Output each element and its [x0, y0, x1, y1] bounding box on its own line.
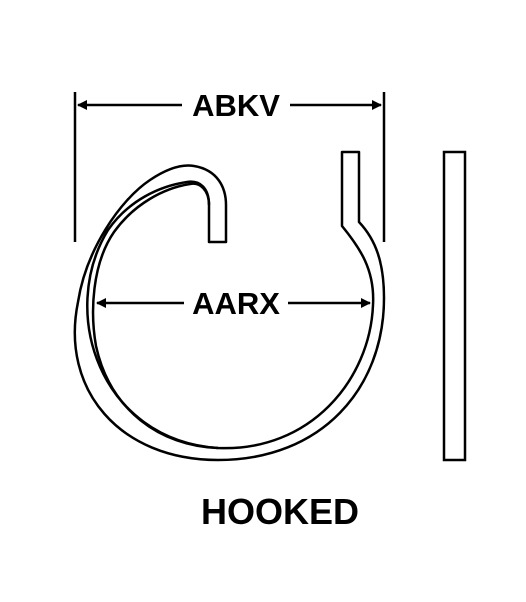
- ring-side-view: [442, 150, 467, 462]
- inner-dimension-label: AARX: [192, 286, 280, 321]
- outer-dimension-label: ABKV: [192, 88, 280, 123]
- hooked-ring-inner-contour: [91, 182, 219, 450]
- hooked-ring-outer-contour: [73, 150, 386, 462]
- diagram-caption: HOOKED: [201, 491, 359, 532]
